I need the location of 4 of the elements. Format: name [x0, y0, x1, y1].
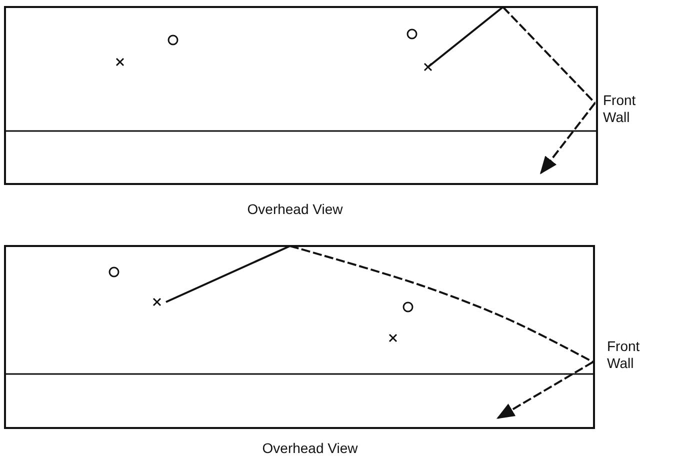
view-caption: Overhead View: [261, 440, 359, 457]
view-caption: Overhead View: [246, 201, 344, 218]
wall-label: Front Wall: [607, 338, 641, 372]
wall-label: Front Wall: [603, 92, 637, 126]
